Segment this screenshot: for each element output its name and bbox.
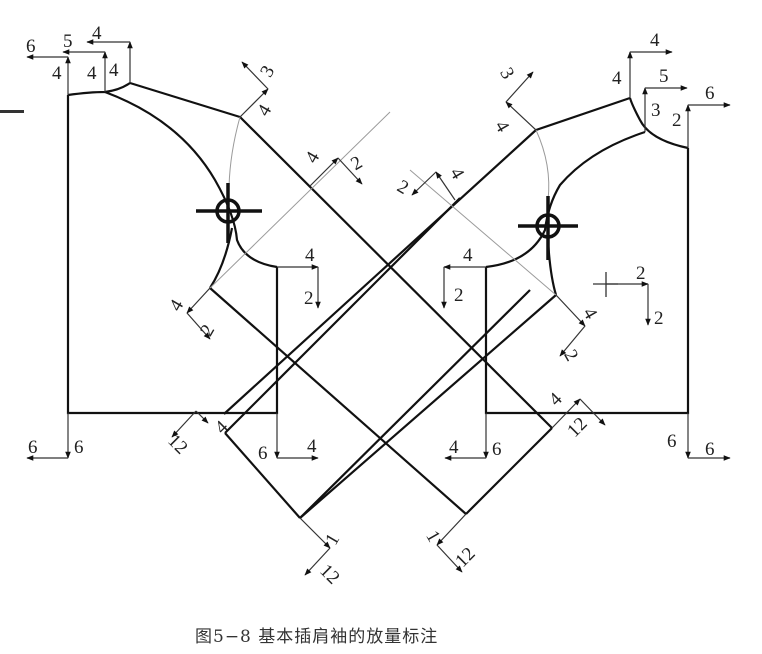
label-left-hem-6b: 6	[74, 437, 84, 458]
label-right-top-4a: 4	[650, 30, 660, 51]
label-left-4a: 4	[52, 63, 62, 84]
label-right-hem-left-4: 4	[449, 437, 459, 458]
label-left-under-4: 4	[305, 245, 315, 266]
label-right-under-2: 2	[454, 285, 464, 306]
edge-mark	[0, 110, 24, 113]
left-sleeve-piece	[66, 81, 553, 519]
label-right-under-4: 4	[463, 245, 473, 266]
label-left-top-5: 5	[63, 31, 73, 52]
label-right-hem-right-6a: 6	[667, 431, 677, 452]
label-right-mark-2a: 2	[636, 263, 646, 284]
label-left-hem-right-6: 6	[258, 443, 268, 464]
crosshair-left-icon	[196, 183, 262, 243]
right-sleeve-piece	[223, 96, 690, 519]
label-right-top-5: 5	[659, 66, 669, 87]
label-right-mark-2b: 2	[654, 308, 664, 329]
label-left-4c: 4	[109, 60, 119, 81]
label-right-top-2: 2	[672, 110, 682, 131]
figure-caption: 图5−8 基本插肩袖的放量标注	[195, 627, 439, 647]
label-left-under-2: 2	[304, 288, 314, 309]
label-right-top-6: 6	[705, 83, 715, 104]
grading-arrows	[26, 39, 731, 576]
label-left-4b: 4	[87, 63, 97, 84]
label-right-hem-right-6b: 6	[705, 439, 715, 460]
guide-lines	[209, 111, 557, 296]
label-left-hem-6a: 6	[28, 437, 38, 458]
label-left-hem-right-4: 4	[307, 436, 317, 457]
label-right-top-4b: 4	[612, 68, 622, 89]
label-right-hem-left-6: 6	[492, 439, 502, 460]
label-left-top-6: 6	[26, 36, 36, 57]
label-left-top-4: 4	[92, 23, 102, 44]
crosshair-right-icon	[518, 196, 578, 260]
label-right-top-3: 3	[651, 100, 661, 121]
